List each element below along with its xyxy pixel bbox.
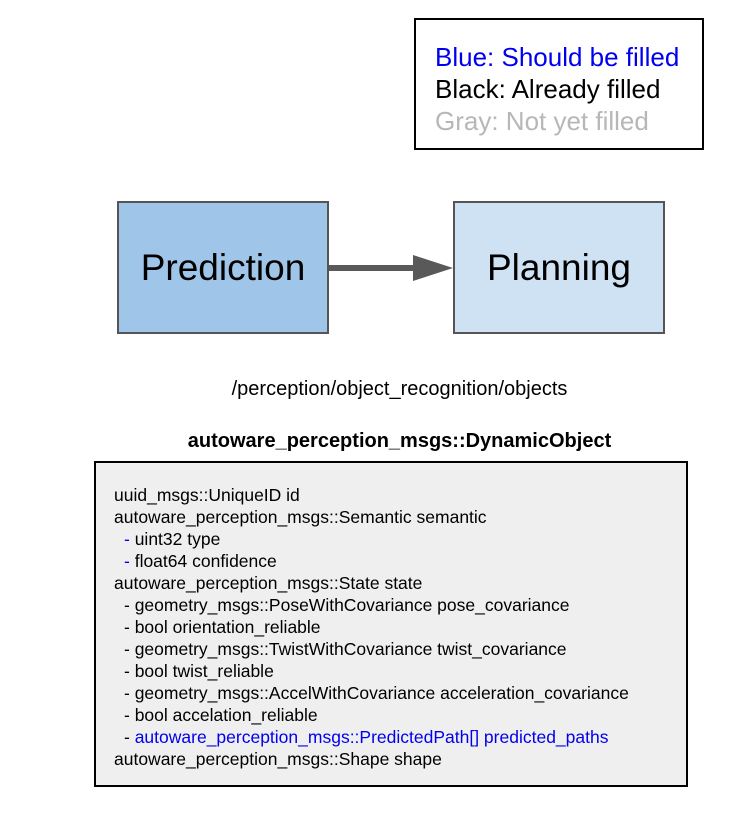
planning-node-label: Planning	[486, 246, 631, 288]
field-row: - uint32 type	[114, 528, 686, 550]
prediction-node-label: Prediction	[140, 246, 306, 288]
message-type-title: autoware_perception_msgs::DynamicObject	[187, 430, 612, 452]
field-bullet: -	[124, 727, 135, 747]
field-text: geometry_msgs::PoseWithCovariance pose_c…	[134, 595, 570, 615]
field-row: - geometry_msgs::AccelWithCovariance acc…	[114, 682, 686, 704]
field-row: - bool twist_reliable	[114, 660, 686, 682]
field-bullet: -	[124, 639, 135, 659]
flow-arrow	[329, 255, 453, 281]
topic-label: /perception/object_recognition/objects	[231, 378, 568, 400]
prediction-node: Prediction	[117, 201, 329, 334]
field-text: bool accelation_reliable	[134, 705, 318, 725]
field-bullet: -	[124, 595, 135, 615]
field-row: autoware_perception_msgs::Shape shape	[114, 748, 686, 770]
legend-black: Black: Already filled	[435, 74, 661, 104]
field-bullet: -	[124, 551, 135, 571]
field-row: - bool accelation_reliable	[114, 704, 686, 726]
field-row: - autoware_perception_msgs::PredictedPat…	[114, 726, 686, 748]
field-text: uint32 type	[134, 529, 221, 549]
field-bullet: -	[124, 661, 135, 681]
legend-gray: Gray: Not yet filled	[435, 106, 649, 136]
field-bullet: -	[124, 683, 135, 703]
legend-blue: Blue: Should be filled	[435, 42, 680, 72]
field-text: autoware_perception_msgs::Semantic seman…	[114, 507, 487, 527]
field-row: - geometry_msgs::PoseWithCovariance pose…	[114, 594, 686, 616]
field-text: bool orientation_reliable	[134, 617, 321, 637]
field-row: autoware_perception_msgs::Semantic seman…	[114, 506, 686, 528]
field-row: - bool orientation_reliable	[114, 616, 686, 638]
field-row: - float64 confidence	[114, 550, 686, 572]
field-row: autoware_perception_msgs::State state	[114, 572, 686, 594]
field-row: uuid_msgs::UniqueID id	[114, 484, 686, 506]
field-row: - geometry_msgs::TwistWithCovariance twi…	[114, 638, 686, 660]
field-text: geometry_msgs::AccelWithCovariance accel…	[134, 683, 629, 703]
field-text: bool twist_reliable	[134, 661, 274, 681]
legend-box: Blue: Should be filled Black: Already fi…	[414, 18, 704, 150]
field-text: autoware_perception_msgs::Shape shape	[114, 749, 442, 769]
field-text: autoware_perception_msgs::PredictedPath[…	[134, 727, 609, 747]
field-text: geometry_msgs::TwistWithCovariance twist…	[134, 639, 567, 659]
field-bullet: -	[124, 529, 135, 549]
field-text: autoware_perception_msgs::State state	[114, 573, 423, 593]
field-text: uuid_msgs::UniqueID id	[114, 485, 300, 505]
field-text: float64 confidence	[134, 551, 277, 571]
planning-node: Planning	[453, 201, 665, 334]
field-bullet: -	[124, 617, 135, 637]
field-bullet: -	[124, 705, 135, 725]
